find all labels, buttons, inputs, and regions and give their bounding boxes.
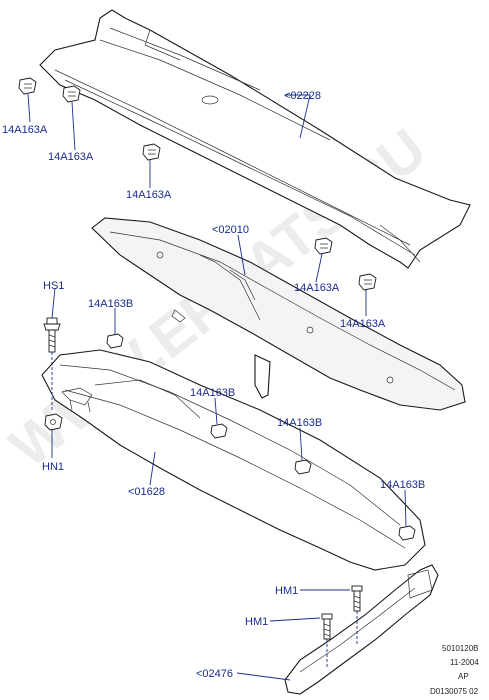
cowl-panel-middle (91, 217, 466, 411)
callout-14a163b-2: 14A163B (190, 387, 235, 399)
callout-01628: <01628 (128, 486, 165, 498)
callout-02476: <02476 (196, 668, 233, 680)
screw-hs1 (43, 317, 61, 410)
cowl-panel-lower (41, 349, 426, 571)
clip-14a163a-3 (142, 143, 161, 161)
callout-14a163b-3: 14A163B (277, 417, 322, 429)
lower-bracket (284, 564, 439, 695)
callout-14a163a-2: 14A163A (48, 151, 94, 163)
clip-14a163b-2 (210, 423, 228, 439)
nut-hn1 (44, 413, 63, 431)
callout-14a163a-1: 14A163A (2, 124, 48, 136)
clip-14a163b-3 (294, 459, 312, 475)
footer-line-1: 5010120B (442, 644, 478, 653)
clip-14a163a-5 (358, 273, 377, 291)
callout-14a163a-5: 14A163A (340, 318, 386, 330)
cowl-panel-top (39, 9, 471, 269)
clip-14a163b-4 (398, 525, 416, 541)
callout-hm1-2: HM1 (245, 616, 268, 628)
footer-reference: 5010120B 11-2004 AP D0130075 02 (430, 644, 479, 696)
callout-14a163a-4: 14A163A (294, 282, 340, 294)
clip-14a163b-1 (106, 333, 124, 349)
callout-14a163a-3: 14A163A (126, 189, 172, 201)
clip-14a163a-4 (314, 237, 333, 255)
callout-14a163b-1: 14A163B (88, 298, 133, 310)
footer-line-3: AP (458, 672, 469, 681)
footer-line-4: D0130075 02 (430, 687, 479, 696)
footer-line-2: 11-2004 (450, 658, 479, 667)
clip-14a163a-2 (62, 85, 81, 103)
clip-14a163a-1 (18, 77, 37, 95)
callout-02228: <02228 (284, 90, 321, 102)
callout-hs1: HS1 (43, 280, 64, 292)
callout-hm1-1: HM1 (275, 585, 298, 597)
callout-02010: <02010 (212, 224, 249, 236)
callout-14a163b-4: 14A163B (380, 479, 425, 491)
bolt-hm1-1 (351, 585, 363, 645)
leader-lines (27, 93, 407, 681)
callout-hn1: HN1 (42, 461, 64, 473)
bolt-hm1-2 (321, 613, 333, 668)
